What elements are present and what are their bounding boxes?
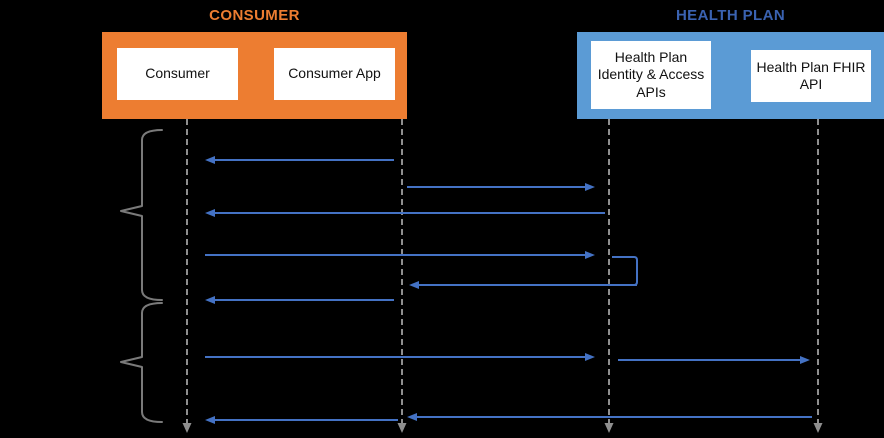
consumer-group-title: CONSUMER [209,7,300,24]
phase-brace-2 [120,302,163,423]
actor-health-plan-identity-access-apis: Health Plan Identity & Access APIs [591,41,711,109]
msg-4-arrowhead [585,251,595,259]
msg-9-arrowhead [407,413,417,421]
lifeline-consumer-arrowhead [182,423,192,433]
msg-7-arrowhead [585,353,595,361]
msg-10-arrowhead [205,416,215,424]
lifeline-identity-apis-arrowhead [604,423,614,433]
actor-health-plan-fhir-api: Health Plan FHIR API [751,50,871,102]
lifeline-consumer-app-arrowhead [397,423,407,433]
lifeline-fhir-api-arrowhead [813,423,823,433]
health-plan-group-title: HEALTH PLAN [675,7,786,24]
self-message-loop [612,256,638,286]
msg-5-self-return-arrowhead [409,281,419,289]
msg-1-arrowhead [205,156,215,164]
msg-2-arrowhead [585,183,595,191]
msg-6-arrowhead [205,296,215,304]
msg-8-arrowhead [800,356,810,364]
actor-consumer-app: Consumer App [274,48,395,100]
actor-consumer: Consumer [117,48,238,100]
msg-3-arrowhead [205,209,215,217]
phase-brace-1 [120,129,163,301]
